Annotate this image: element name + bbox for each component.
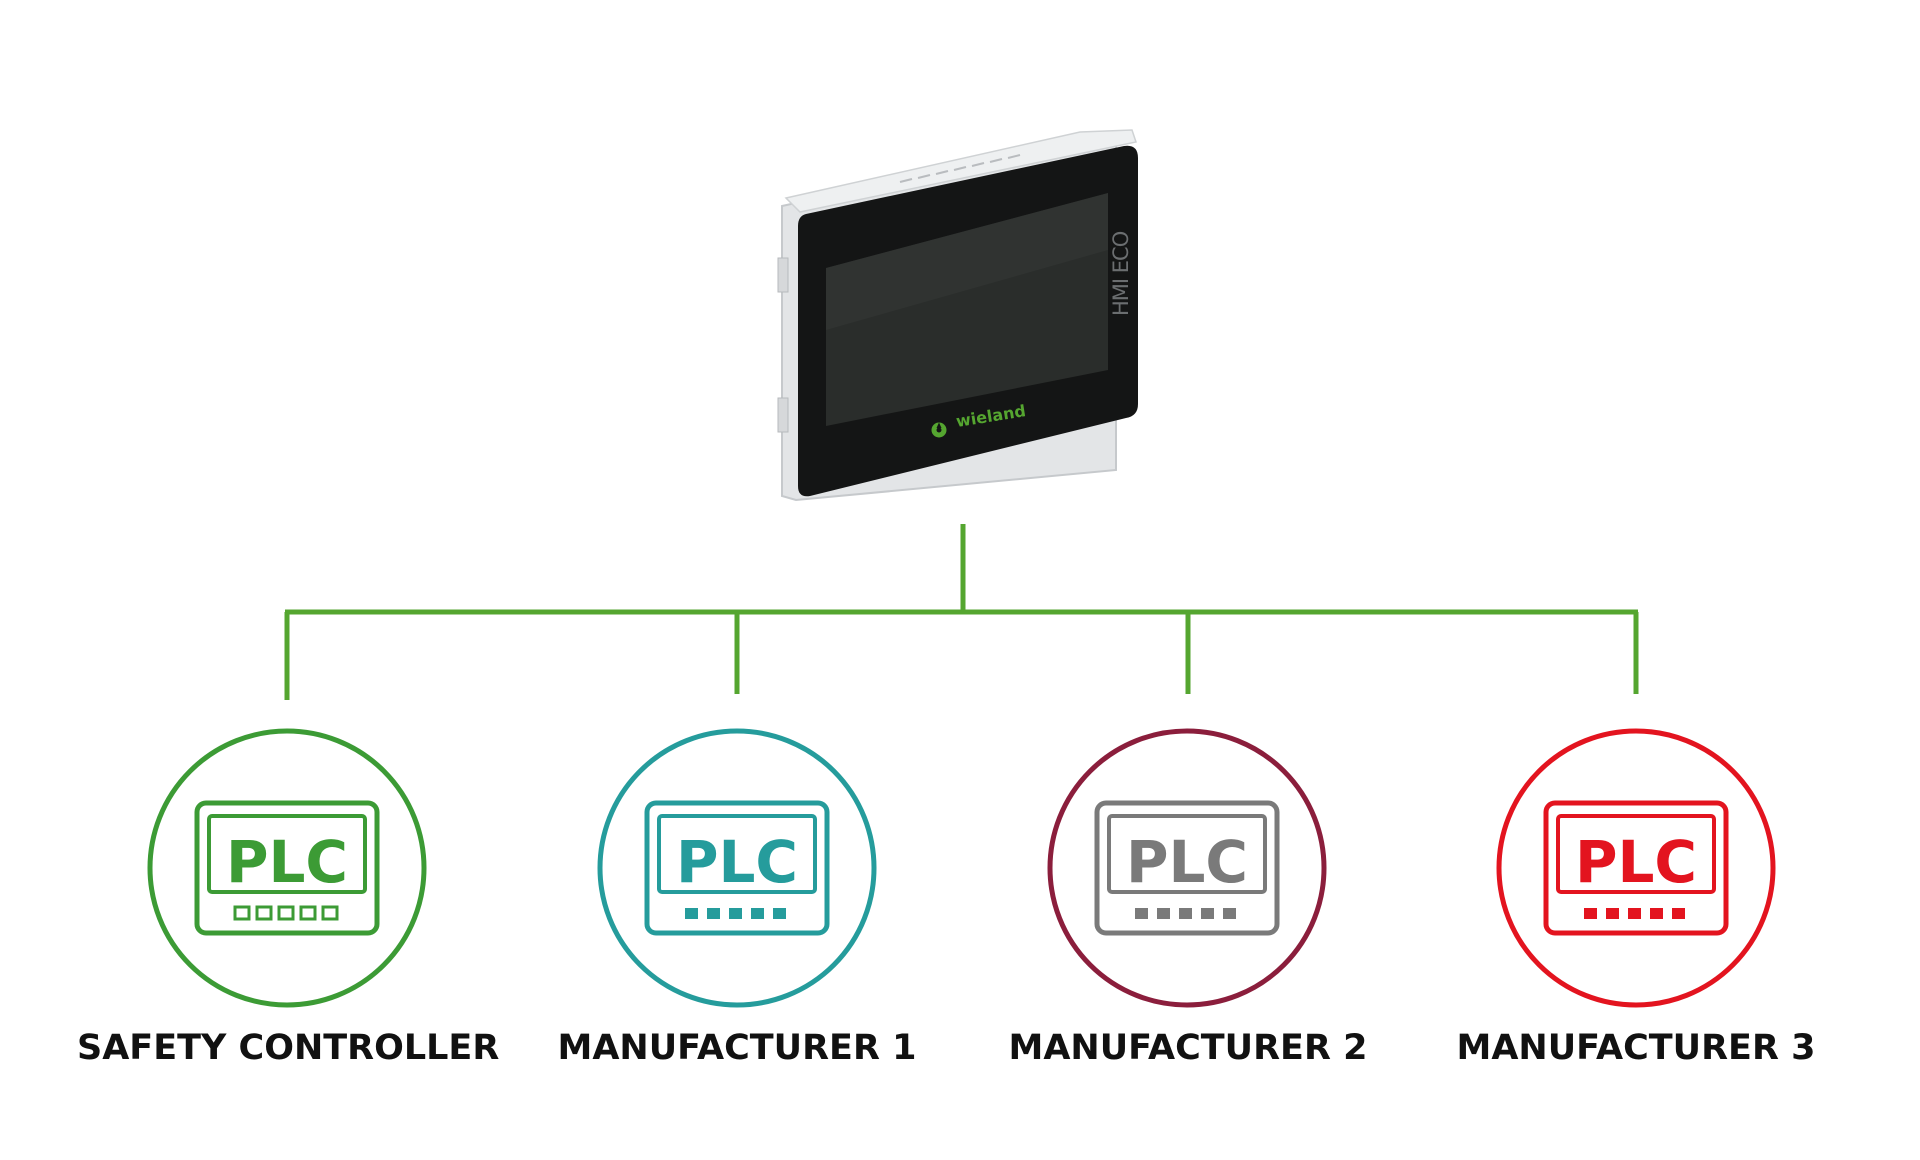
node-circle bbox=[597, 728, 877, 1008]
node-label-safety-controller: SAFETY CONTROLLER bbox=[77, 1028, 500, 1068]
plc-icon-text: PLC bbox=[1575, 828, 1697, 896]
plc-icon-text: PLC bbox=[676, 828, 798, 896]
plc-icon: PLC bbox=[1094, 800, 1280, 936]
plc-icon: PLC bbox=[1543, 800, 1729, 936]
plc-icon-text: PLC bbox=[226, 828, 348, 896]
hmi-housing-top bbox=[784, 129, 1137, 213]
plc-icon: PLC bbox=[644, 800, 830, 936]
hmi-model-text: HMI ECO bbox=[1109, 231, 1133, 316]
hmi-clip-lower bbox=[777, 397, 789, 433]
plc-node-m1: PLC bbox=[597, 728, 877, 1008]
node-circle bbox=[1047, 728, 1327, 1008]
hmi-clip-upper bbox=[777, 257, 789, 293]
plc-icon: PLC bbox=[194, 800, 380, 936]
node-label-manufacturer-1: MANUFACTURER 1 bbox=[557, 1028, 917, 1068]
hmi-screen-reflection bbox=[826, 193, 1108, 330]
node-label-manufacturer-2: MANUFACTURER 2 bbox=[1008, 1028, 1368, 1068]
node-circle bbox=[147, 728, 427, 1008]
wieland-logo-icon bbox=[931, 422, 947, 438]
node-label-manufacturer-3: MANUFACTURER 3 bbox=[1456, 1028, 1816, 1068]
plc-node-m3: PLC bbox=[1496, 728, 1776, 1008]
hmi-vents bbox=[899, 154, 1021, 183]
plc-node-safety: PLC bbox=[147, 728, 427, 1008]
hmi-device: wieland HMI ECO bbox=[777, 129, 1138, 502]
plc-nodes: PLC PLC PLC PLC bbox=[147, 728, 1776, 1008]
node-circle bbox=[1496, 728, 1776, 1008]
plc-node-m2: PLC bbox=[1047, 728, 1327, 1008]
plc-icon-text: PLC bbox=[1126, 828, 1248, 896]
connector-tree bbox=[284, 524, 1639, 700]
